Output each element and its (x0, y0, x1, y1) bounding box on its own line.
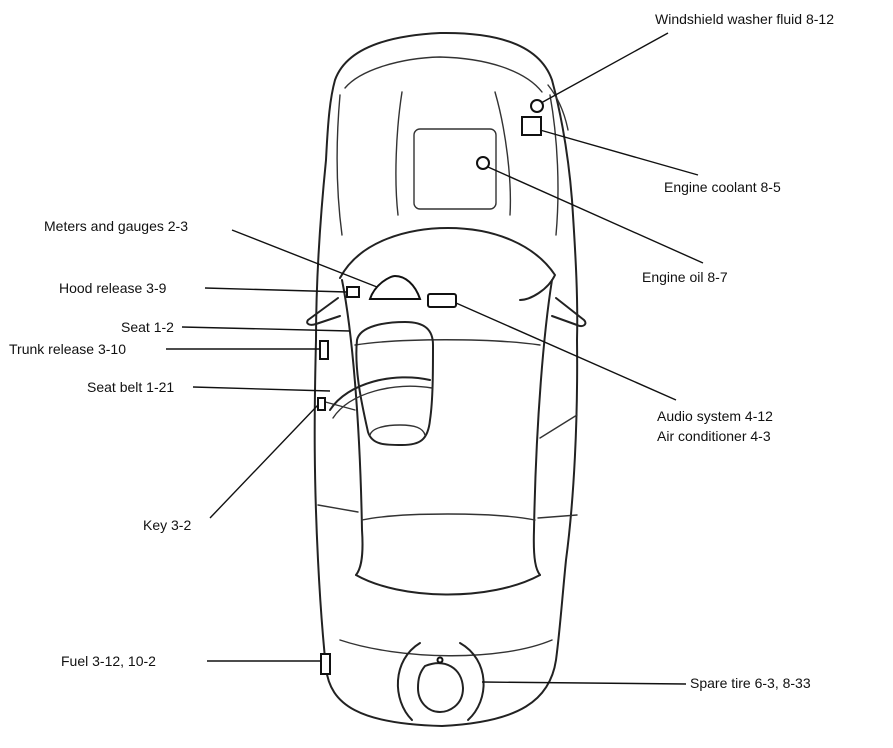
hood-crease-left (395, 91, 403, 216)
seat-belt-strap-2 (332, 385, 433, 419)
car-body (306, 31, 587, 727)
seat-back (369, 424, 426, 436)
leader-hood-release (204, 287, 348, 293)
rear-window (355, 574, 541, 596)
labels: Windshield washer fluid 8-12 Engine cool… (9, 11, 834, 691)
hood-crease-right (494, 91, 512, 216)
driver-seat (355, 321, 434, 446)
leader-engine-coolant (539, 129, 699, 176)
leader-engine-oil (487, 166, 704, 264)
interior (317, 274, 457, 675)
engine-panel (413, 128, 497, 210)
roof-front-edge (354, 339, 541, 346)
label-seat: Seat 1-2 (121, 319, 174, 335)
label-washer-fluid: Windshield washer fluid 8-12 (655, 11, 834, 27)
key-slot (317, 397, 326, 411)
leader-seat-belt (192, 386, 331, 392)
label-trunk-release: Trunk release 3-10 (9, 341, 126, 357)
hood-side-right (549, 94, 559, 236)
label-air-conditioner: Air conditioner 4-3 (657, 428, 771, 444)
leader-audio (455, 302, 677, 401)
mirror-right (551, 297, 587, 328)
label-fuel: Fuel 3-12, 10-2 (61, 653, 156, 669)
leader-meters-gauges (231, 229, 378, 288)
label-hood-release: Hood release 3-9 (59, 280, 167, 296)
fuel-door (320, 653, 331, 675)
door-line-left-2 (317, 504, 359, 513)
door-line-right-2 (537, 514, 578, 519)
spare-tire (396, 642, 485, 721)
spare-tire-outer-right (459, 642, 485, 721)
label-meters-gauges: Meters and gauges 2-3 (44, 218, 188, 234)
label-seat-belt: Seat belt 1-21 (87, 379, 174, 395)
label-spare-tire: Spare tire 6-3, 8-33 (690, 675, 811, 691)
car-outer-body (313, 31, 579, 727)
spare-tire-hub (436, 656, 444, 664)
windshield (339, 227, 556, 301)
engine-oil-cap (476, 156, 490, 170)
washer-fluid-cap (530, 99, 544, 113)
leader-washer-fluid (540, 32, 669, 104)
leader-lines (166, 32, 704, 685)
label-audio-system: Audio system 4-12 (657, 408, 773, 424)
cabin-right (532, 279, 553, 576)
hood-release-switch (346, 286, 360, 298)
gauge-cluster (368, 274, 422, 300)
label-engine-oil: Engine oil 8-7 (642, 269, 728, 285)
seat-belt-strap (329, 376, 431, 411)
engine-parts (476, 99, 544, 170)
spare-tire-inner (417, 662, 464, 713)
hood-side-left (336, 94, 343, 236)
label-key: Key 3-2 (143, 517, 191, 533)
roof-rear-edge (361, 513, 536, 521)
fender-right-detail (547, 84, 569, 131)
trunk-release-switch (319, 340, 329, 360)
door-line-right-1 (539, 414, 578, 439)
audio-unit (427, 293, 457, 308)
spare-tire-outer-left (396, 642, 421, 721)
trunk-line (339, 639, 553, 657)
cabin-left (341, 279, 364, 576)
label-engine-coolant: Engine coolant 8-5 (664, 179, 781, 195)
hood-edge-left (344, 56, 543, 93)
leader-spare-tire (481, 681, 687, 685)
mirror-left (306, 297, 341, 326)
coolant-reservoir (521, 116, 542, 136)
leader-seat (181, 326, 351, 332)
leader-key (209, 404, 319, 519)
